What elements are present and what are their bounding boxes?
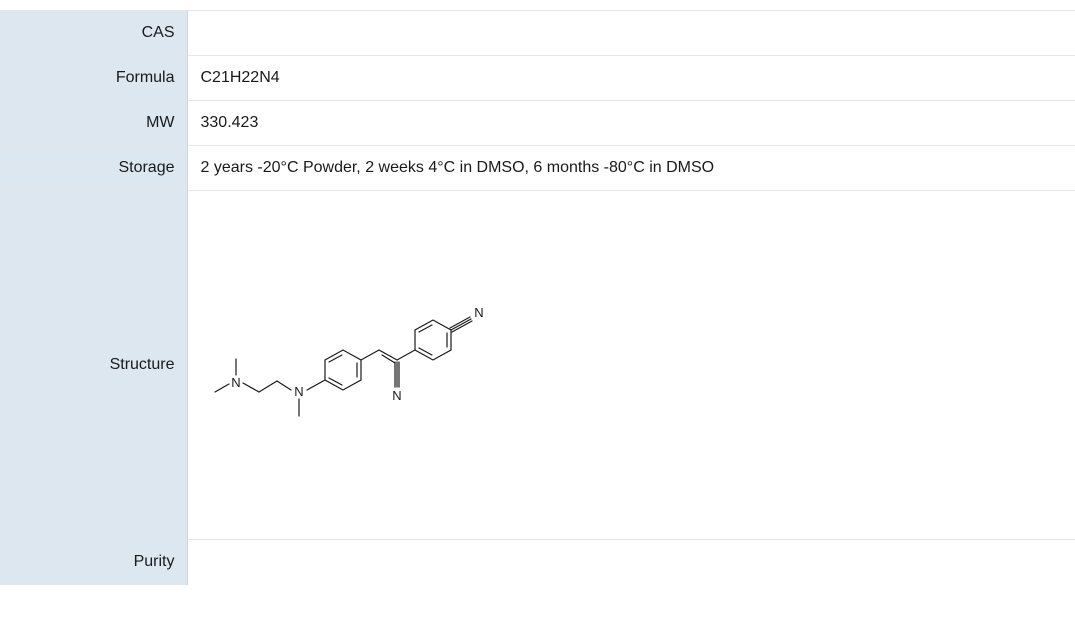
- spec-row-mw: MW 330.423: [0, 100, 1075, 146]
- spec-row-storage: Storage 2 years -20°C Powder, 2 weeks 4°…: [0, 145, 1075, 191]
- mw-label: MW: [0, 100, 188, 146]
- ring2-inner-a: [417, 324, 433, 333]
- chemical-structure-image: N N N N: [201, 295, 541, 435]
- atom-n-dimethyl: N: [231, 375, 240, 390]
- bond-vinyl-double-b: [380, 354, 396, 364]
- bond-nitrile-top-c: [448, 316, 471, 329]
- ring1-inner-c: [327, 377, 343, 386]
- bond-chain-2: [257, 380, 278, 393]
- storage-value: 2 years -20°C Powder, 2 weeks 4°C in DMS…: [200, 159, 715, 176]
- product-spec-table: CAS Formula C21H22N4 MW 330.423 Storage …: [0, 10, 1075, 585]
- bond-ring1-vinyl: [359, 349, 380, 361]
- formula-label: Formula: [0, 55, 188, 101]
- benzene-ring-2: [413, 319, 452, 361]
- structure-drawing: N N N N: [213, 305, 483, 417]
- bond-vinyl-double-a: [377, 349, 398, 361]
- spec-row-structure: Structure: [0, 190, 1075, 540]
- purity-label: Purity: [0, 539, 188, 585]
- atom-n-nitrile-top: N: [474, 305, 483, 320]
- ring1-inner-a: [327, 354, 343, 363]
- bond-chain-3: [275, 380, 292, 391]
- benzene-ring-1: [323, 349, 362, 391]
- spec-row-formula: Formula C21H22N4: [0, 55, 1075, 101]
- atom-n-nitrile-bottom: N: [392, 388, 401, 403]
- bond-vinyl-ring2: [395, 349, 416, 361]
- structure-label: Structure: [0, 190, 188, 540]
- mw-value: 330.423: [200, 114, 259, 131]
- ring2-inner-c: [417, 347, 433, 356]
- cas-label: CAS: [0, 10, 188, 56]
- bond-n-ring1: [305, 379, 326, 391]
- storage-label: Storage: [0, 145, 188, 191]
- cas-value: [187, 11, 1075, 56]
- bond-chain-1: [241, 382, 260, 393]
- bond-nitrile-top-b: [450, 320, 473, 333]
- bond-nitrile-top-a: [449, 318, 472, 331]
- spec-row-cas: CAS: [0, 10, 1075, 56]
- formula-value: C21H22N4: [200, 69, 280, 86]
- purity-value: [187, 540, 1075, 585]
- spec-row-purity: Purity: [0, 539, 1075, 585]
- structure-cell: N N N N: [187, 191, 1075, 540]
- bond-methyl-left: [213, 383, 230, 393]
- atom-n-methyl: N: [294, 384, 303, 399]
